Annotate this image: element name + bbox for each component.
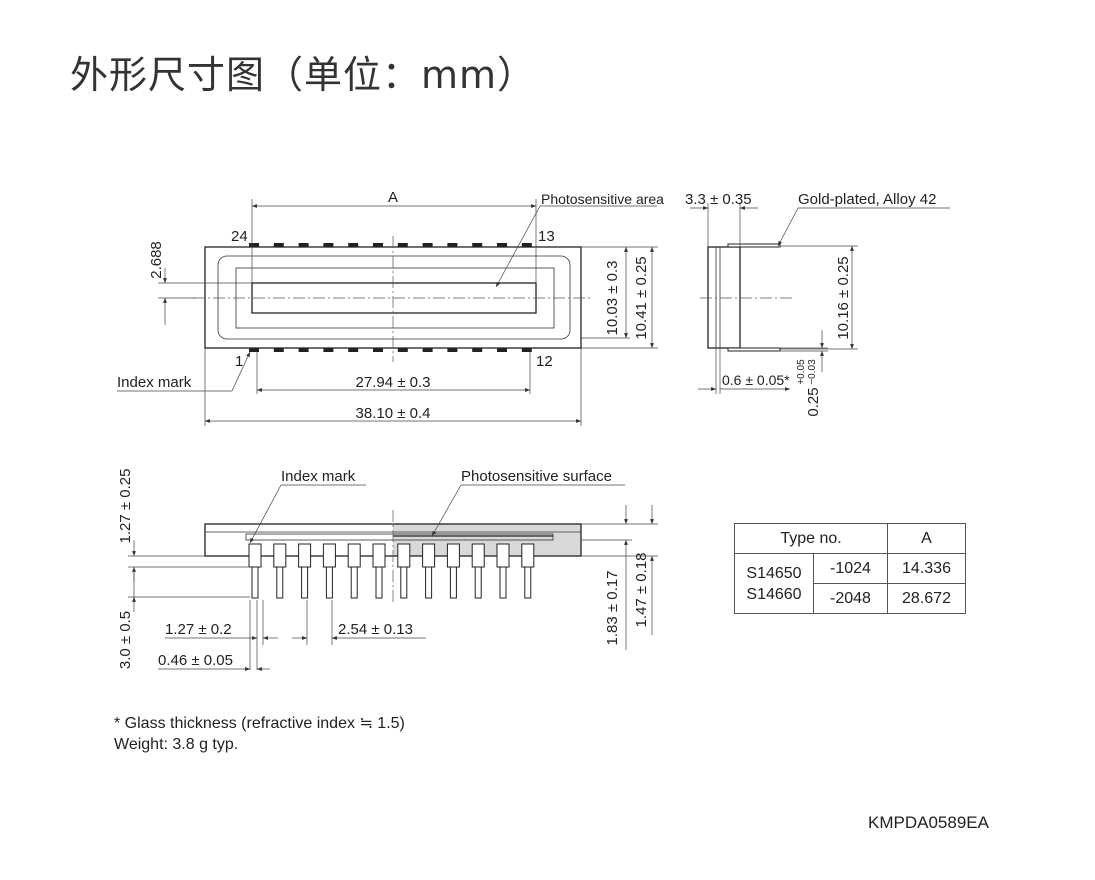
index-mark-label: Index mark (117, 374, 192, 391)
pin-13-label: 13 (538, 228, 555, 245)
side-body (707, 246, 741, 349)
dim-1003-label: 10.03 ± 0.3 (604, 261, 621, 336)
top-view: A Photosensitive area 24 13 1 12 2.688 1… (117, 189, 664, 426)
pin-24-label: 24 (231, 228, 248, 245)
pin (397, 243, 408, 247)
tol-minus-label: −0.03 (807, 359, 818, 385)
side-view: 3.3 ± 0.35 Gold-plated, Alloy 42 10.16 ±… (685, 191, 950, 417)
type-suffix: -1024 (813, 553, 888, 584)
dim-30-label: 3.0 ± 0.5 (117, 611, 134, 669)
photosensitive-area-label: Photosensitive area (541, 191, 664, 207)
pin (447, 243, 458, 247)
dim-1041-label: 10.41 ± 0.25 (633, 256, 650, 339)
pin (249, 348, 259, 352)
pin (422, 348, 433, 352)
gold-plated-label: Gold-plated, Alloy 42 (798, 191, 936, 208)
pin-12-label: 12 (536, 353, 553, 370)
pin (373, 348, 383, 352)
side-lead-bottom (727, 347, 781, 352)
tol-plus-label: +0.05 (796, 359, 807, 385)
pin (273, 243, 284, 247)
header-a: A (887, 523, 966, 554)
pin (472, 243, 483, 247)
side-lead-top (727, 243, 781, 248)
dim-a-label: A (388, 189, 398, 206)
dim-06-label: 0.6 ± 0.05* (722, 372, 790, 388)
front-pin (471, 543, 485, 599)
pin (298, 348, 309, 352)
pin (373, 243, 383, 247)
pin (521, 348, 532, 352)
type-suffix: -2048 (813, 583, 888, 614)
glass-note: * Glass thickness (refractive index ≒ 1.… (114, 715, 405, 732)
front-pin (372, 543, 386, 599)
pin (447, 348, 458, 352)
front-pin (322, 543, 336, 599)
dim-33-label: 3.3 ± 0.35 (685, 191, 752, 208)
weight-note: Weight: 3.8 g typ. (114, 736, 239, 753)
a-value: 14.336 (887, 553, 966, 584)
table-row: -2048 28.672 (735, 583, 966, 614)
pin (422, 243, 433, 247)
dim-127-025-label: 1.27 ± 0.25 (117, 469, 134, 544)
dim-127-02-label: 1.27 ± 0.2 (165, 621, 232, 638)
photosensitive-surface-label: Photosensitive surface (461, 468, 612, 485)
front-pin (397, 543, 411, 599)
pin (323, 243, 334, 247)
front-pin (521, 543, 535, 599)
pin-1-label: 1 (235, 353, 243, 370)
bottom-pin-row (249, 348, 532, 352)
front-pin (248, 543, 262, 599)
a-value: 28.672 (887, 583, 966, 614)
model-names: S14650 S14660 (734, 553, 814, 614)
pin (323, 348, 334, 352)
pin (348, 348, 359, 352)
front-pin (273, 543, 287, 599)
front-view: Index mark Photosensitive surface 1.27 ±… (117, 468, 658, 671)
front-pin (422, 543, 436, 599)
pin (298, 243, 309, 247)
front-pin (496, 543, 510, 599)
drawing-code: KMPDA0589EA (868, 813, 989, 832)
dim-2688-label: 2.688 (148, 241, 165, 279)
dim-046-label: 0.46 ± 0.05 (158, 652, 233, 669)
dim-025-label: 0.25 (805, 387, 822, 416)
pin (472, 348, 483, 352)
pin (273, 348, 284, 352)
model-name: S14650 (746, 564, 802, 582)
pin (521, 243, 532, 247)
pin (249, 243, 259, 247)
model-name: S14660 (746, 585, 802, 603)
front-pin (298, 543, 312, 599)
front-pin-row (248, 543, 535, 599)
top-pin-row (249, 243, 532, 247)
pin (348, 243, 359, 247)
type-table: Type no. A S14650 S14660 -1024 14.336 -2… (734, 523, 966, 614)
pin (497, 243, 507, 247)
notes: * Glass thickness (refractive index ≒ 1.… (114, 713, 405, 755)
dim-147-label: 1.47 ± 0.18 (633, 553, 650, 628)
window-outer (217, 255, 571, 340)
dim-2794-label: 27.94 ± 0.3 (356, 374, 431, 391)
pin (397, 348, 408, 352)
dim-1016-label: 10.16 ± 0.25 (835, 256, 852, 339)
pin (497, 348, 507, 352)
type-table-header: Type no. A (734, 523, 966, 554)
front-pin (446, 543, 460, 599)
header-type-no: Type no. (734, 523, 888, 554)
dim-183-label: 1.83 ± 0.17 (604, 571, 621, 646)
table-row: S14650 S14660 -1024 14.336 (734, 553, 966, 614)
dim-254-label: 2.54 ± 0.13 (338, 621, 413, 638)
front-pin (347, 543, 361, 599)
dim-3810-label: 38.10 ± 0.4 (356, 405, 431, 422)
page-title: 外形尺寸图（单位：mm） (70, 53, 537, 97)
chip-layer (245, 533, 554, 541)
front-index-mark-label: Index mark (281, 468, 356, 485)
